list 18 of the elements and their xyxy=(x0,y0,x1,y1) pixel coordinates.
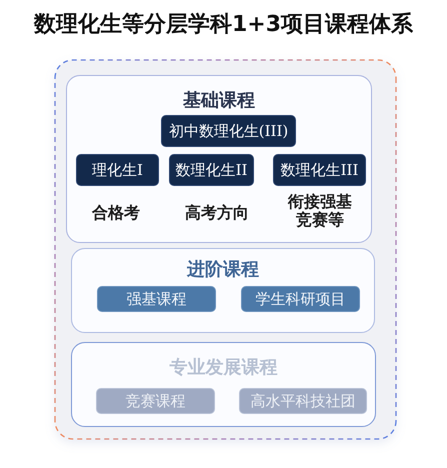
course-panel xyxy=(71,342,376,427)
course-box: 数理化生III xyxy=(273,154,366,186)
course-panel xyxy=(66,75,372,243)
panel-heading: 基础课程 xyxy=(183,89,255,113)
course-box: 学生科研项目 xyxy=(241,286,360,312)
course-panel xyxy=(71,248,375,333)
panel-heading: 进阶课程 xyxy=(187,258,259,282)
course-box: 理化生I xyxy=(76,154,159,186)
course-box: 数理化生II xyxy=(169,154,254,186)
course-box: 竞赛课程 xyxy=(96,388,215,414)
panel-heading: 专业发展课程 xyxy=(170,356,278,380)
course-box: 强基课程 xyxy=(97,286,216,312)
course-box: 高水平科技社团 xyxy=(239,388,367,414)
caption-text: 高考方向 xyxy=(185,204,249,222)
diagram-title: 数理化生等分层学科1+3项目课程体系 xyxy=(34,11,414,39)
course-box: 初中数理化生(III) xyxy=(161,115,296,147)
caption-text: 衔接强基竞赛等 xyxy=(287,193,353,229)
caption-text: 合格考 xyxy=(92,204,140,222)
